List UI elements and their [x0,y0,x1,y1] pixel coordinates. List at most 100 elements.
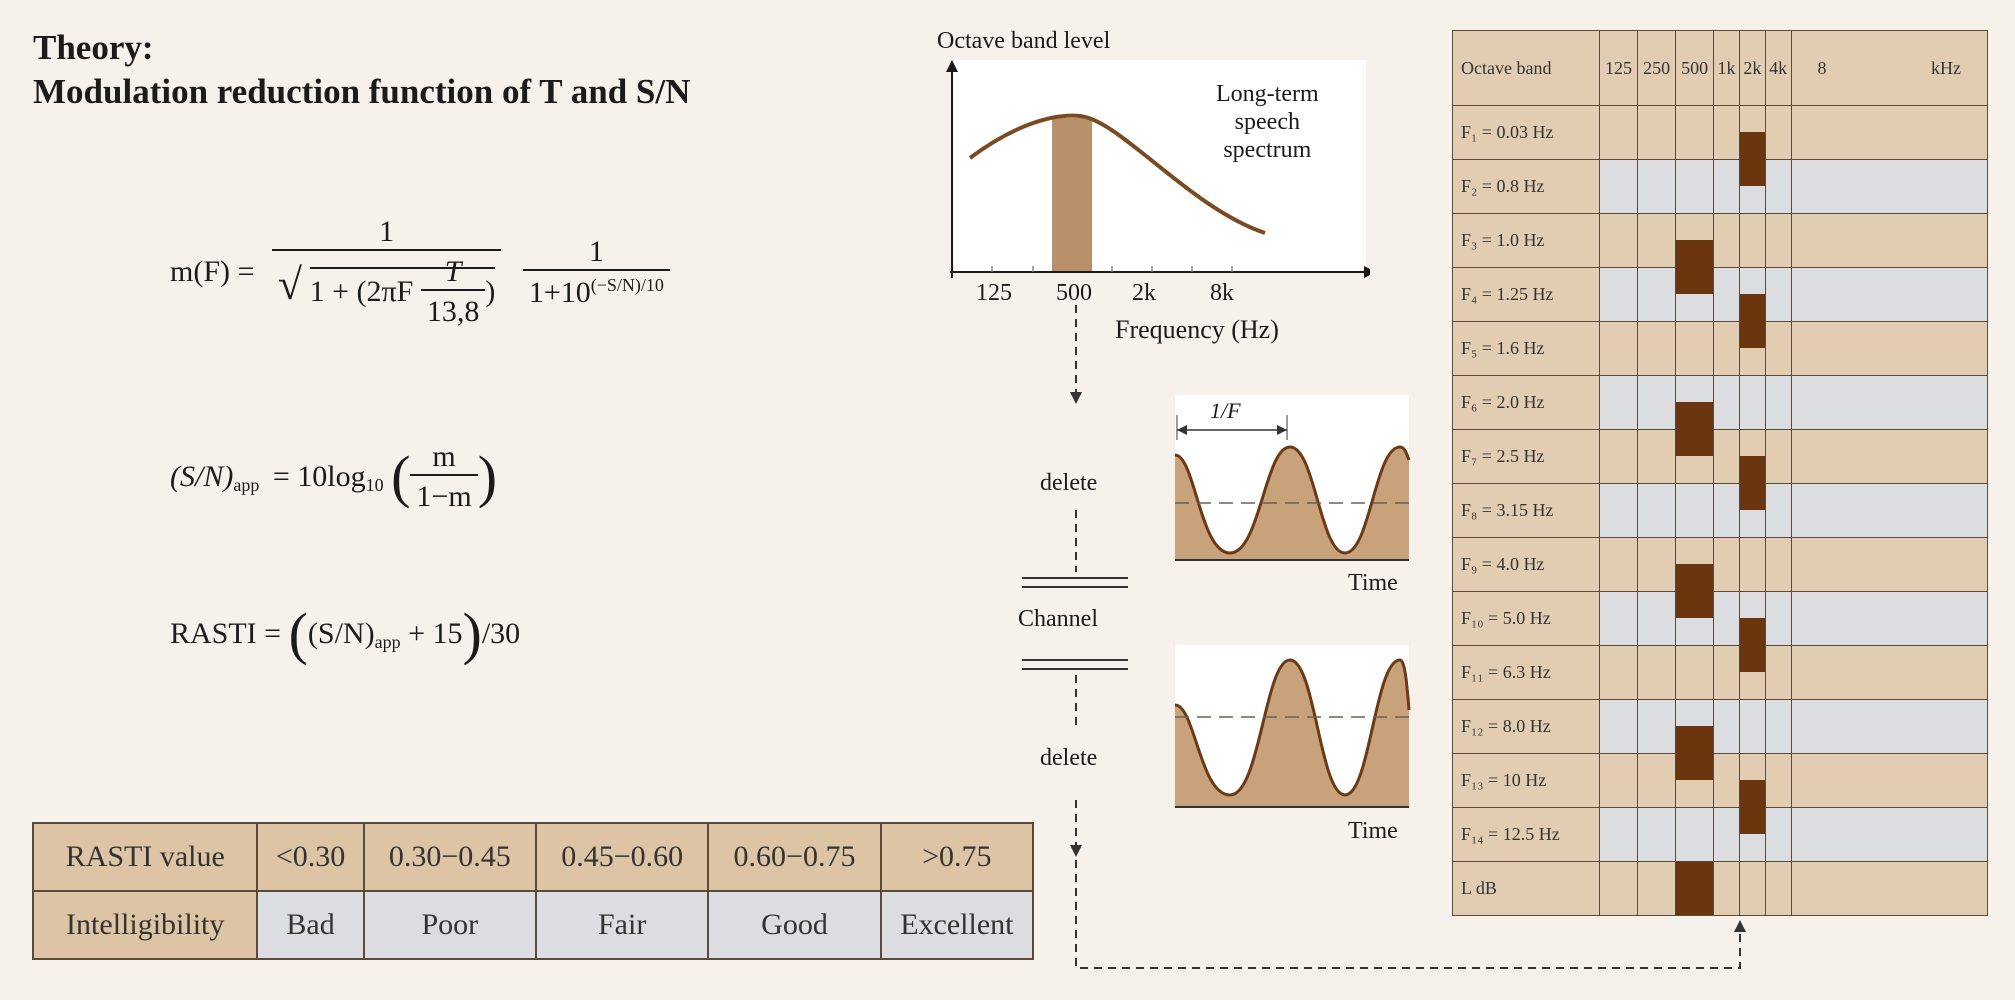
band-row-label: F₇ = 2.5 Hz [1452,429,1600,484]
band-row: F₁ = 0.03 Hz [1452,105,1989,186]
m-den2-base: 1+10 [528,275,591,309]
band-cell [1764,321,1792,376]
band-cell [1675,375,1715,456]
band-cell [1764,645,1792,700]
band-cell [1764,267,1792,322]
band-cell [1764,861,1792,916]
band-cell [1637,321,1677,376]
intelligibility-cell: Bad [256,890,365,960]
band-cell [1790,483,1989,538]
rasti-inner: (S/N) [307,617,375,650]
band-cell [1598,321,1639,376]
rasti-cell: >0.75 [879,822,1035,892]
band-cell [1738,267,1766,348]
band-cell [1738,699,1766,754]
band-mark [1739,456,1765,510]
band-cell [1713,699,1740,754]
m-den-2: 1+10(−S/N)/10 [522,268,670,310]
band-column-header: 1k [1713,30,1740,106]
band-mark [1739,780,1765,834]
m-den2-exp: (−S/N)/10 [590,274,664,295]
m-num-2: 1 [588,234,604,268]
arrow-left-icon [1177,425,1187,435]
band-row: F₆ = 2.0 Hz [1452,375,1989,456]
theory-title: Theory: Modulation reduction function of… [33,26,690,114]
legend-line: spectrum [1223,137,1312,163]
t-symbol: T [444,255,462,288]
arrow-right-icon [1277,425,1287,435]
intelligibility-cell: Good [707,890,882,960]
rasti-value-header: RASTI value [31,822,259,892]
band-row-label: F₁₄ = 12.5 Hz [1452,807,1600,862]
band-cell [1637,753,1677,808]
rasti-value-row: RASTI value <0.30 0.30−0.45 0.45−0.60 0.… [31,822,1035,892]
band-cell [1637,807,1677,862]
band-cell [1598,807,1639,862]
time-label-bottom: Time [1348,818,1398,844]
wave-top-diagram [1175,395,1411,561]
band-cell [1738,429,1766,510]
intelligibility-cell: Poor [362,890,537,960]
m-den-1: √ 1 + (2πF T 13,8 ) [271,249,502,329]
band-cell [1675,159,1715,214]
band-cell [1637,645,1677,700]
y-axis-arrow-icon [946,60,958,72]
band-cell [1790,861,1989,916]
band-cell [1790,699,1989,754]
band-column-header: 125 [1598,30,1639,106]
m-lhs: m(F) = [170,255,255,288]
band-cell [1637,159,1677,214]
spectrum-ylabel: Octave band level [937,28,1111,54]
band-row: F₅ = 1.6 Hz [1452,321,1989,376]
octave-band-500 [1052,118,1092,272]
band-row-label: F₁ = 0.03 Hz [1452,105,1600,160]
rasti-cell: <0.30 [256,822,365,892]
rasti-inner-sub: app [374,631,401,652]
band-cell [1598,105,1639,160]
wave-top-curve [1175,445,1411,555]
band-row: F₁₁ = 6.3 Hz [1452,645,1989,700]
band-row-label: F₄ = 1.25 Hz [1452,267,1600,322]
band-row-label: F₉ = 4.0 Hz [1452,537,1600,592]
band-row: F₈ = 3.15 Hz [1452,483,1989,538]
band-cell [1738,537,1766,592]
tick-125: 125 [976,280,1012,306]
m-over-1-minus-m: m 1−m [410,440,478,514]
band-cell [1637,213,1677,268]
sn-num: m [432,440,456,473]
band-column-header: 4k [1764,30,1792,106]
band-cell [1738,213,1766,268]
band-mark [1676,564,1714,618]
band-row-label: F₁₃ = 10 Hz [1452,753,1600,808]
sn-equation: (S/N)app = 10log10 ( m 1−m ) [170,440,497,514]
band-cell [1637,861,1677,916]
tick-2k: 2k [1132,280,1156,306]
period-label: 1/F [1210,398,1241,423]
band-cell [1598,537,1639,592]
band-row-label: F₈ = 3.15 Hz [1452,483,1600,538]
band-row: F₁₄ = 12.5 Hz [1452,807,1989,862]
band-cell [1713,591,1740,646]
band-cell [1637,105,1677,160]
band-cell [1738,861,1766,916]
band-cell [1790,105,1989,160]
band-cell [1790,429,1989,484]
tick-8k: 8k [1210,280,1234,306]
rasti-equation: RASTI = ((S/N)app + 15)/30 [170,605,520,663]
band-cell [1713,159,1740,214]
tick-500: 500 [1056,280,1092,306]
band-cell [1790,321,1989,376]
rasti-table: RASTI value <0.30 0.30−0.45 0.45−0.60 0.… [31,822,1035,960]
band-cell [1713,267,1740,322]
dashed-return-path [1075,860,1741,969]
band-cell [1713,807,1740,862]
band-cell [1790,537,1989,592]
band-cell [1675,483,1715,538]
band-cell [1764,159,1792,214]
band-cell [1675,321,1715,376]
band-cell [1764,105,1792,160]
x-axis-arrow-icon [1364,266,1370,278]
m-fraction-1: 1 √ 1 + (2πF T 13,8 ) [271,215,502,329]
open-paren: ( [391,444,411,509]
